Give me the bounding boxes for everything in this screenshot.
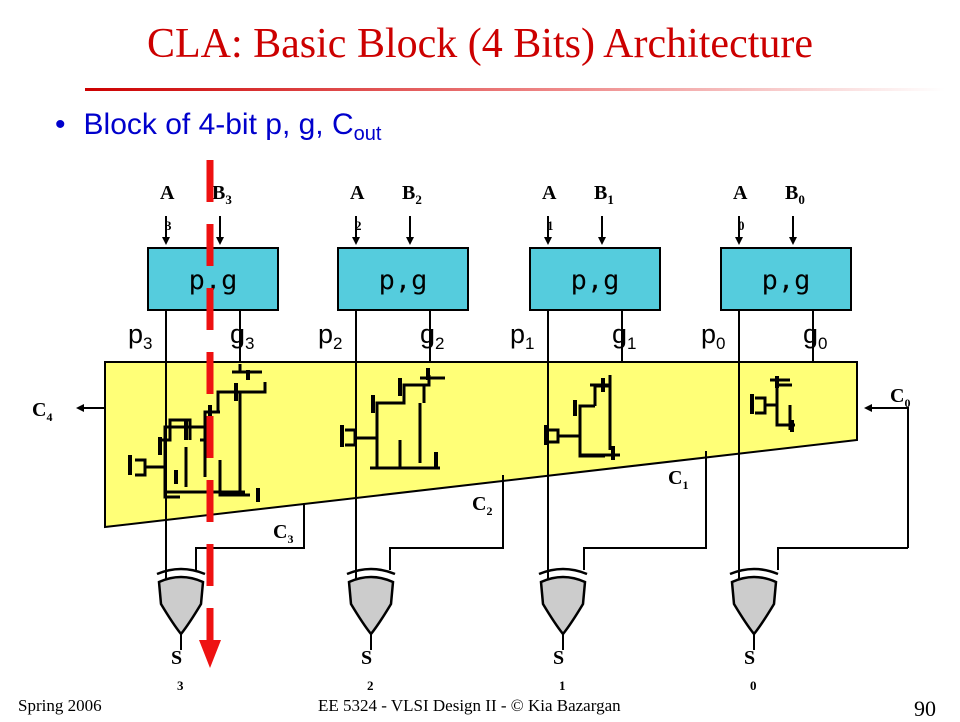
input-a-label: A [350, 182, 365, 204]
input-a-subscript: 0 [738, 218, 745, 233]
xor-gate [346, 567, 396, 637]
input-b-label: B3 [212, 182, 232, 207]
c4-label: C4 [32, 399, 52, 424]
bullet-item: • Block of 4-bit p, g, Cout [55, 108, 381, 146]
pg-box [720, 247, 852, 311]
xor-gate [729, 567, 779, 637]
g-output-label: g0 [803, 319, 828, 353]
sum-output-label: S [361, 647, 372, 669]
c1-wire [583, 451, 707, 570]
input-a-label: A [733, 182, 748, 204]
bullet-dot: • [55, 108, 66, 141]
g-output-label: g2 [420, 319, 445, 353]
c2-wire [389, 475, 504, 570]
pg-box-label: p,g [379, 265, 428, 296]
c3-wire [195, 503, 305, 570]
sum-output-subscript: 3 [177, 678, 184, 693]
bit-block-1: A 1 B1 p,g p1 g1S 1 [510, 182, 661, 693]
pg-box [337, 247, 469, 311]
c3-label: C3 [273, 521, 293, 546]
g-output-label: g3 [230, 319, 255, 353]
sum-output-label: S [171, 647, 182, 669]
input-b-label: B0 [785, 182, 805, 207]
sum-output-label: S [553, 647, 564, 669]
c2-label: C2 [472, 493, 492, 518]
p-output-label: p3 [128, 319, 153, 353]
pg-box [529, 247, 661, 311]
input-a-label: A [542, 182, 557, 204]
input-b-label: B1 [594, 182, 614, 207]
c0-label: C0 [890, 385, 910, 410]
input-a-subscript: 3 [165, 218, 172, 233]
input-a-subscript: 1 [547, 218, 554, 233]
slide-title: CLA: Basic Block (4 Bits) Architecture [146, 21, 814, 67]
critical-path-arrow [199, 160, 221, 668]
footer-center: EE 5324 - VLSI Design II - © Kia Bazarga… [318, 696, 621, 715]
bit-block-0: A 0 B0 p,g p0 g0S 0 [701, 182, 852, 693]
carry-logic-block [104, 361, 858, 529]
sum-output-subscript: 1 [559, 678, 566, 693]
sum-output-label: S [744, 647, 755, 669]
p-output-label: p0 [701, 319, 726, 353]
bullet-text: Block of 4-bit p, g, C [83, 108, 354, 141]
c1-label: C1 [668, 467, 688, 492]
footer-left: Spring 2006 [18, 696, 102, 715]
bit-block-2: A 2 B2 p,g p2 g2S 2 [318, 182, 469, 693]
p-output-label: p2 [318, 319, 343, 353]
input-b-label: B2 [402, 182, 422, 207]
carry-wires [76, 404, 909, 570]
input-a-label: A [160, 182, 175, 204]
sum-output-subscript: 0 [750, 678, 757, 693]
c0-to-s0-wire [777, 547, 908, 570]
page-number: 90 [914, 696, 936, 721]
xor-gate [156, 567, 206, 637]
g-output-label: g1 [612, 319, 637, 353]
sum-output-subscript: 2 [367, 678, 374, 693]
input-a-subscript: 2 [355, 218, 362, 233]
title-underline [85, 88, 945, 91]
xor-gate [538, 567, 588, 637]
p-output-label: p1 [510, 319, 535, 353]
bullet-text-subscript: out [353, 123, 382, 145]
pg-box-label: p,g [762, 265, 811, 296]
pg-box-label: p,g [571, 265, 620, 296]
c0-wire [864, 404, 909, 548]
